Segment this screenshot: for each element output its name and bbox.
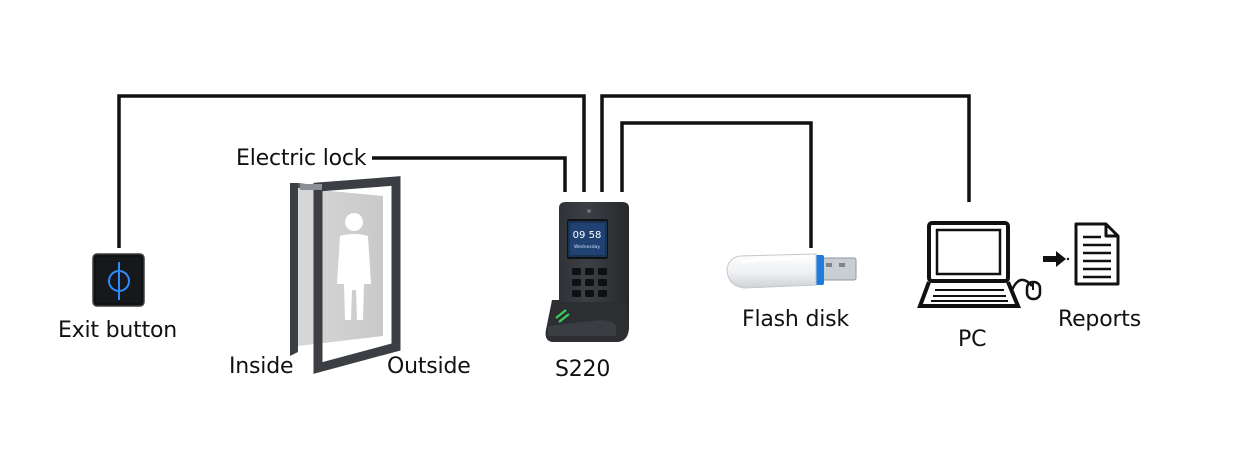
exit-button-icon	[92, 253, 145, 307]
reports-label: Reports	[1058, 307, 1141, 332]
door-icon	[290, 176, 401, 374]
device-screen-day: Wednesday	[574, 244, 600, 250]
keypad	[572, 268, 607, 297]
wires	[117, 94, 971, 248]
laptop-keyboard	[931, 289, 1008, 302]
inside-label: Inside	[229, 354, 294, 379]
arrow-right-icon	[1043, 251, 1070, 267]
electric-lock-label: Electric lock	[236, 146, 367, 171]
outside-label: Outside	[387, 354, 471, 379]
device-screen-time: 09 58	[573, 230, 602, 241]
wire-electric-lock	[372, 156, 567, 192]
reports-document-icon	[1074, 222, 1120, 286]
pc-laptop-icon	[917, 221, 1042, 308]
device-label: S220	[555, 357, 611, 382]
pc-label: PC	[958, 327, 987, 352]
flash-disk-label: Flash disk	[742, 307, 849, 332]
wire-exit-button	[117, 94, 586, 248]
flash-disk-icon	[726, 253, 857, 289]
wire-pc	[600, 94, 971, 202]
person-silhouette	[337, 213, 371, 320]
wire-flash-disk	[620, 121, 813, 248]
exit-button-label: Exit button	[58, 318, 178, 343]
s220-device-icon	[545, 202, 629, 342]
